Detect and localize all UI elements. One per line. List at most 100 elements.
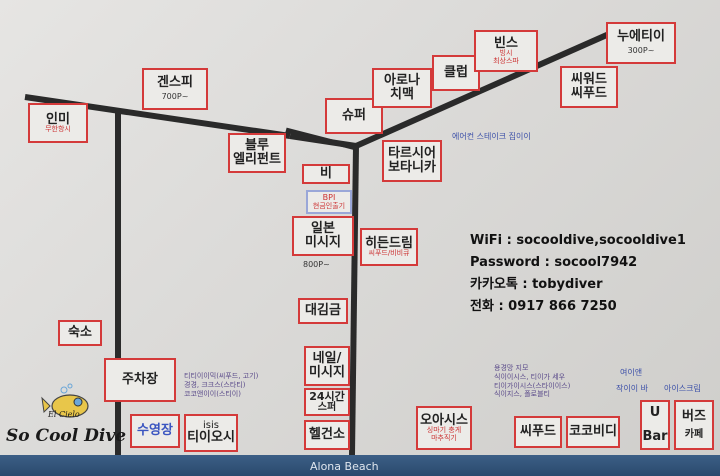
place-label: 히든드림 bbox=[365, 235, 413, 251]
place-label: 타르시어 bbox=[388, 146, 436, 162]
place-label: 헬건소 bbox=[309, 427, 345, 443]
wifi-info: WiFi : socooldive,socooldive1 Password :… bbox=[470, 230, 686, 318]
road-east-diagonal bbox=[354, 27, 620, 149]
note-line: 경경, 크크스(스타티) bbox=[184, 380, 246, 389]
kakaotalk-line: 카카오톡 : tobydiver bbox=[470, 277, 603, 292]
note-buzz-top: 아이스크림 bbox=[664, 384, 701, 393]
place-sublabel-2: 마추직기 bbox=[431, 433, 457, 442]
note-oasis-right: 용경망 지모 식이이시스, 티이가 세우 티이가이시스(스타이이스) 식이지스,… bbox=[494, 364, 570, 399]
beach-label: Alona Beach bbox=[310, 460, 379, 473]
place-price: 700P~ bbox=[161, 92, 189, 102]
place-label: 누에티이 bbox=[617, 29, 665, 45]
place-label: 일본 bbox=[311, 221, 335, 237]
note-line: 식이이시스, 티이가 세우 bbox=[494, 372, 566, 381]
note-line: 티이가이시스(스타이이스) bbox=[494, 381, 571, 390]
place-label: 씨워드 bbox=[571, 72, 607, 88]
place-bi[interactable]: 비 bbox=[302, 164, 350, 184]
note-line: 코코앤이이(스티이) bbox=[184, 389, 241, 398]
place-hidden-dream[interactable]: 히든드림 씨푸드/비비큐 bbox=[360, 228, 418, 266]
note-line: 티티이이믹(씨푸드, 고기) bbox=[184, 372, 259, 380]
place-24h-super[interactable]: 24시간 스퍼 bbox=[304, 388, 350, 416]
so-cool-dive-logo: El Cielo So Cool Dive bbox=[4, 382, 134, 452]
place-inmi[interactable]: 인미 무한항시 bbox=[28, 103, 88, 143]
place-nail-massage[interactable]: 네일/ 미시지 bbox=[304, 346, 350, 386]
place-tarsier[interactable]: 타르시어 보타니카 bbox=[382, 140, 442, 182]
place-label: 겐스피 bbox=[157, 75, 193, 91]
note-aircon: 에어컨 스테이크 집이이 bbox=[452, 132, 531, 141]
place-sublabel: 무한항시 bbox=[45, 125, 71, 134]
place-label-2: 카페 bbox=[684, 428, 704, 440]
place-ilbon-massage[interactable]: 일본 미시지 bbox=[292, 216, 354, 256]
place-label: 블루 bbox=[245, 138, 269, 154]
place-label-2: Bar bbox=[642, 429, 668, 444]
place-label: 아로나 bbox=[384, 73, 420, 89]
place-sublabel: 현금인출기 bbox=[312, 201, 346, 210]
place-label-2: 엘리펀트 bbox=[233, 152, 281, 167]
place-label-2: 티이오시 bbox=[187, 430, 235, 446]
phone-line: 전화 : 0917 866 7250 bbox=[470, 299, 617, 314]
note-line: 용경망 지모 bbox=[494, 364, 529, 372]
diver-mascot-icon bbox=[41, 383, 89, 418]
place-label: 코코비디 bbox=[569, 424, 617, 440]
wifi-line: WiFi : socooldive,socooldive1 bbox=[470, 233, 686, 248]
place-gensupi[interactable]: 겐스피 700P~ bbox=[142, 68, 208, 110]
place-pool[interactable]: 수영장 bbox=[130, 414, 180, 448]
place-label: BPI bbox=[322, 193, 336, 203]
place-label: 주차장 bbox=[122, 372, 158, 388]
place-seafood[interactable]: 씨푸드 bbox=[514, 416, 562, 448]
place-label-2: 미시지 bbox=[305, 235, 341, 250]
place-arona[interactable]: 아로나 치맥 bbox=[372, 68, 432, 108]
place-label-2: 미시지 bbox=[309, 365, 345, 380]
place-label-2: 보타니카 bbox=[388, 160, 436, 175]
place-label: 인미 bbox=[46, 111, 70, 127]
place-oasis[interactable]: 오아시스 싱마기 충게 마추직기 bbox=[416, 406, 472, 450]
place-label: 네일/ bbox=[312, 351, 342, 367]
place-buzz-cafe[interactable]: 버즈 카페 bbox=[674, 400, 714, 450]
place-kokonut[interactable]: 코코비디 bbox=[566, 416, 620, 448]
place-bins[interactable]: 빈스 빙시 최상스파 bbox=[474, 30, 538, 72]
place-label: U bbox=[649, 405, 661, 421]
place-club[interactable]: 클럽 bbox=[432, 55, 480, 91]
place-sublabel: 싱마기 충게 bbox=[426, 426, 462, 435]
place-label: 빈스 bbox=[494, 35, 518, 51]
place-label: 24시간 bbox=[309, 389, 345, 403]
place-isis[interactable]: isis 티이오시 bbox=[184, 414, 238, 452]
note-parking-list: 티티이이믹(씨푸드, 고기) 경경, 크크스(스타티) 코코앤이이(스티이) bbox=[184, 372, 258, 398]
road-junction bbox=[285, 127, 357, 151]
alona-beach-strip: Alona Beach bbox=[0, 455, 720, 476]
place-label: 버즈 bbox=[682, 408, 706, 424]
logo-brand: So Cool Dive bbox=[6, 426, 127, 446]
place-sublabel: 씨푸드/비비큐 bbox=[368, 249, 410, 258]
place-label-2: 스퍼 bbox=[317, 401, 337, 413]
place-health[interactable]: 헬건소 bbox=[304, 420, 350, 450]
place-label: 클럽 bbox=[444, 65, 468, 81]
place-label: isis bbox=[203, 419, 219, 431]
place-u-bar[interactable]: U Bar bbox=[640, 400, 670, 450]
place-label: 씨푸드 bbox=[520, 424, 556, 440]
place-label: 슈퍼 bbox=[342, 108, 366, 124]
place-noaetii[interactable]: 누에티이 300P~ bbox=[606, 22, 676, 64]
logo-subtitle: El Cielo bbox=[48, 410, 80, 419]
place-label: 대김금 bbox=[305, 303, 341, 319]
place-label-2: 씨푸드 bbox=[571, 86, 607, 101]
place-label: 숙소 bbox=[68, 325, 92, 341]
place-label-2: 치맥 bbox=[390, 87, 414, 102]
place-price: 300P~ bbox=[627, 46, 655, 56]
note-ubar-mid: 작이이 바 bbox=[616, 384, 648, 393]
place-bpi[interactable]: BPI 현금인출기 bbox=[306, 190, 352, 214]
road-main-north-south bbox=[349, 145, 359, 456]
note-ubar-top: 여이앤 bbox=[620, 368, 643, 377]
note-line: 식이지스, 폴로블티 bbox=[494, 390, 550, 399]
password-line: Password : socool7942 bbox=[470, 255, 638, 270]
place-label: 오아시스 bbox=[420, 412, 468, 428]
place-blue-elephant[interactable]: 블루 엘리펀트 bbox=[228, 133, 286, 173]
place-label: 비 bbox=[320, 166, 332, 182]
place-seaward[interactable]: 씨워드 씨푸드 bbox=[560, 66, 618, 108]
place-price-ilbon: 800P~ bbox=[303, 260, 330, 269]
place-label: 수영장 bbox=[137, 423, 173, 439]
place-parking[interactable]: 주차장 bbox=[104, 358, 176, 402]
place-suksu[interactable]: 숙소 bbox=[58, 320, 102, 346]
place-sublabel: 빙시 bbox=[499, 49, 513, 58]
place-daegim[interactable]: 대김금 bbox=[298, 298, 348, 324]
place-sublabel-2: 최상스파 bbox=[493, 56, 519, 65]
